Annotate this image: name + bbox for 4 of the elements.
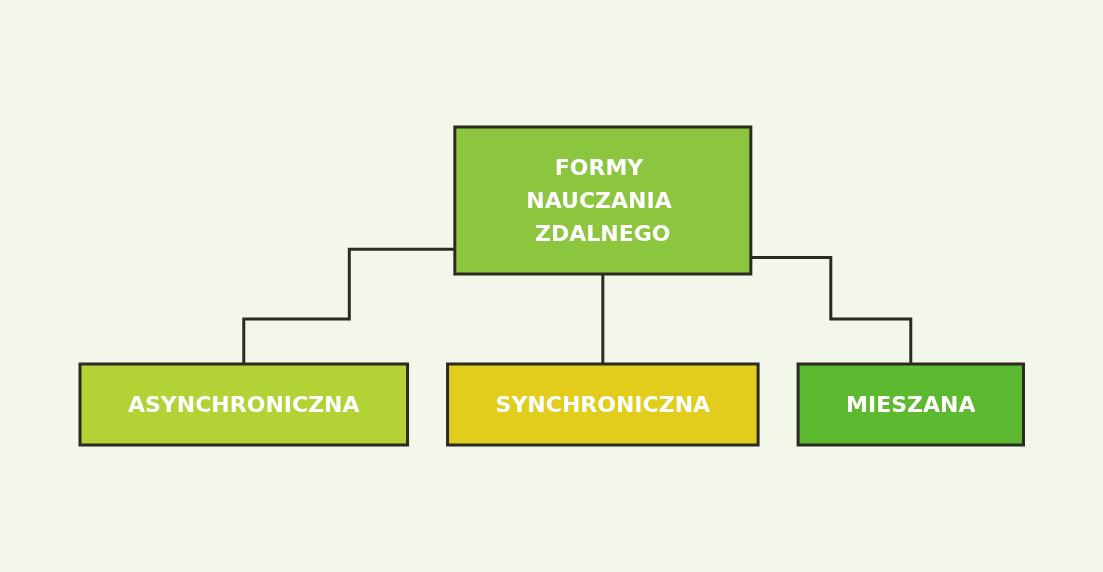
- node-box: ASYNCHRONICZNA: [78, 362, 409, 447]
- node-box: MIESZANA: [796, 362, 1025, 447]
- node-box: FORMY NAUCZANIA ZDALNEGO: [453, 125, 753, 276]
- node-box: SYNCHRONICZNA: [445, 362, 760, 447]
